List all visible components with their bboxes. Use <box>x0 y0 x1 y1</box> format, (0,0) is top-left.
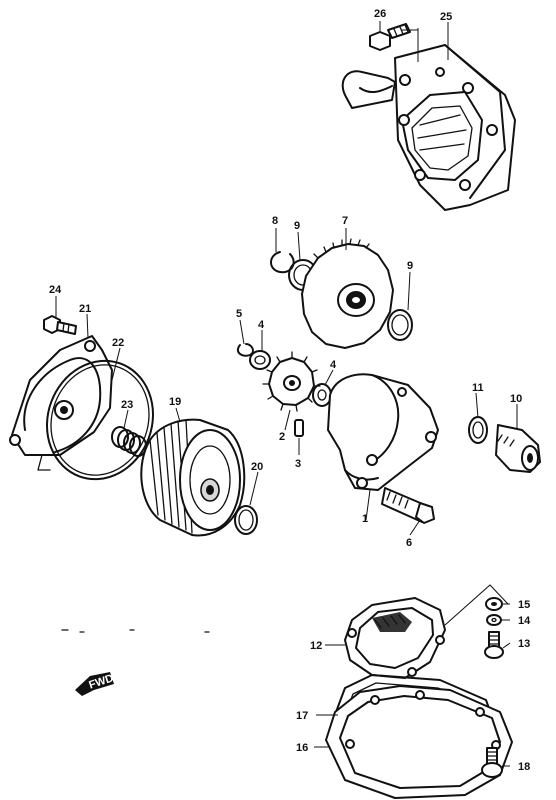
part-8-circlip <box>270 251 295 274</box>
part-4-washer-left <box>249 350 271 370</box>
callout-2: 2 <box>279 431 285 443</box>
callout-1: 1 <box>362 513 368 525</box>
leader-lines <box>55 21 518 767</box>
callout-25: 25 <box>440 11 452 23</box>
part-9-oring-right <box>387 309 413 341</box>
part-25-cover <box>341 28 516 211</box>
callout-4-right: 4 <box>330 359 337 371</box>
callout-4-left: 4 <box>258 319 265 331</box>
part-14-washer <box>486 614 502 626</box>
callout-13: 13 <box>518 638 530 650</box>
part-12-plate <box>344 597 446 679</box>
part-4-washer-right <box>312 383 332 407</box>
part-10-pressure-switch <box>495 424 541 473</box>
callout-21: 21 <box>79 303 91 315</box>
part-11-oring <box>468 416 488 444</box>
callout-22: 22 <box>112 337 124 349</box>
callout-10: 10 <box>510 393 522 405</box>
callout-20: 20 <box>251 461 263 473</box>
part-26-bolt <box>369 23 411 51</box>
part-6-bolt <box>381 487 435 524</box>
callout-12: 12 <box>310 640 322 652</box>
callout-19: 19 <box>169 396 181 408</box>
callout-8: 8 <box>272 215 278 227</box>
part-15-nut <box>485 597 503 611</box>
callout-17: 17 <box>296 710 308 722</box>
callout-14: 14 <box>518 615 531 627</box>
callout-23: 23 <box>121 399 133 411</box>
forward-arrow-icon: FWD <box>75 672 115 696</box>
part-16-pan <box>325 685 513 799</box>
callout-26: 26 <box>374 8 386 20</box>
reference-marks <box>61 629 210 633</box>
part-3-pin <box>294 419 304 437</box>
callout-labels: 26 25 8 9 7 9 5 4 4 2 3 1 6 11 10 24 21 … <box>49 8 531 773</box>
callout-5: 5 <box>236 308 242 320</box>
fastener-bracket-lines <box>444 584 509 626</box>
part-5-circlip <box>236 343 254 357</box>
callout-18: 18 <box>518 761 530 773</box>
callout-7: 7 <box>342 215 348 227</box>
callout-9-upper: 9 <box>294 220 300 232</box>
part-21-filter-cap <box>9 335 113 471</box>
callout-9-right: 9 <box>407 260 413 272</box>
callout-15: 15 <box>518 599 530 611</box>
callout-3: 3 <box>295 458 301 470</box>
fwd-label: FWD <box>87 672 115 691</box>
callout-24: 24 <box>49 284 62 296</box>
part-24-bolt <box>43 315 77 335</box>
part-2-pump-gear <box>262 351 321 412</box>
callout-11: 11 <box>472 382 484 394</box>
callout-6: 6 <box>406 537 412 549</box>
part-7-gear <box>301 238 394 349</box>
part-20-oring <box>234 505 258 535</box>
part-1-pump-body <box>327 373 439 491</box>
callout-16: 16 <box>296 742 308 754</box>
part-19-oil-filter <box>140 418 246 537</box>
part-23-spring <box>111 426 147 457</box>
part-13-bolt <box>484 631 504 659</box>
part-22-oring-large <box>46 359 154 481</box>
part-18-bolt <box>481 747 503 778</box>
